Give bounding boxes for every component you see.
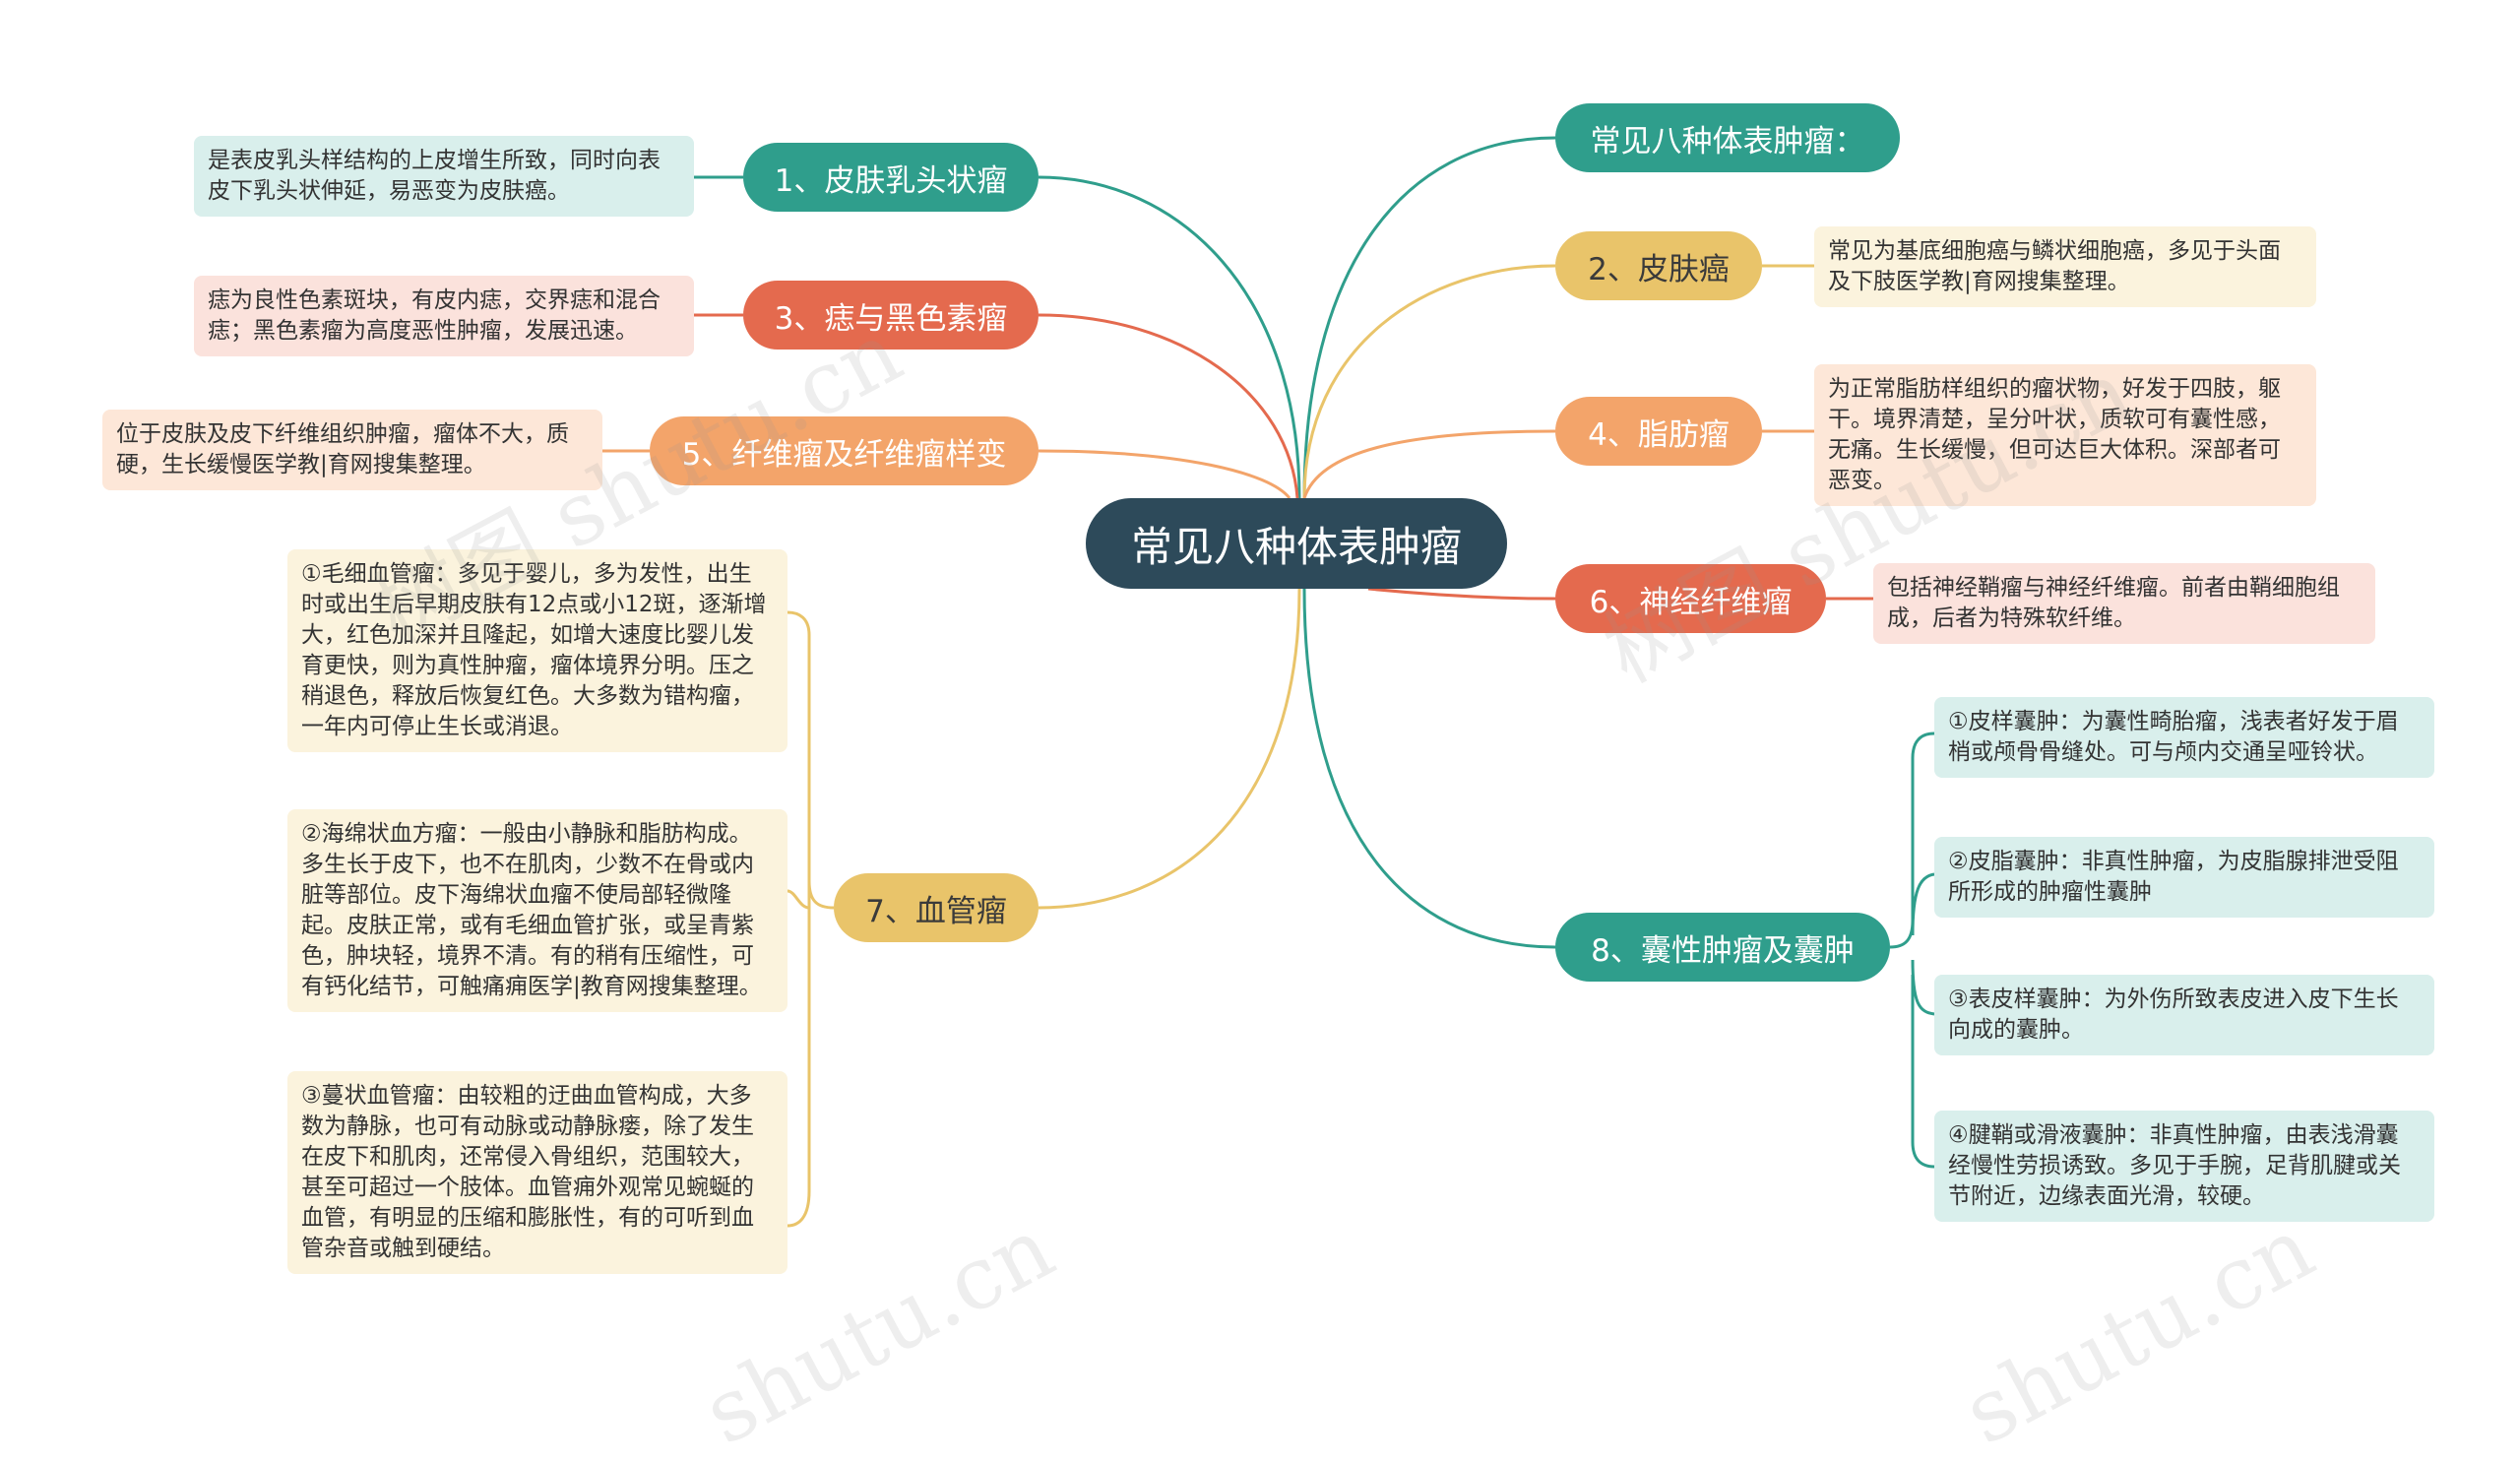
link-intro — [1302, 136, 1556, 499]
link-t1 — [1038, 175, 1301, 499]
topic-intro-label: 常见八种体表肿瘤： — [1590, 123, 1865, 159]
topic-neurofibroma-label: 6、神经纤维瘤 — [1589, 584, 1793, 620]
topic-lipoma[interactable]: 4、脂肪瘤 — [1555, 397, 1762, 466]
root-node[interactable]: 常见八种体表肿瘤 — [1086, 498, 1507, 589]
topic-neurofibroma[interactable]: 6、神经纤维瘤 — [1555, 564, 1826, 633]
topic-lipoma-label: 4、脂肪瘤 — [1588, 416, 1730, 453]
topic-nevus-melanoma[interactable]: 3、痣与黑色素瘤 — [743, 281, 1039, 350]
note-neurofibroma: 包括神经鞘瘤与神经纤维瘤。前者由鞘细胞组成，后者为特殊软纤维。 — [1873, 563, 2375, 644]
topic-nevus-melanoma-label: 3、痣与黑色素瘤 — [774, 300, 1008, 337]
topic-papilloma-label: 1、皮肤乳头状瘤 — [774, 162, 1008, 199]
link-t4 — [1302, 429, 1556, 499]
topic-fibroma[interactable]: 5、纤维瘤及纤维瘤样变 — [650, 416, 1039, 485]
root-label: 常见八种体表肿瘤 — [1130, 522, 1462, 571]
topic-cystic-tumor-label: 8、囊性肿瘤及囊肿 — [1591, 932, 1855, 969]
topic-cystic-tumor[interactable]: 8、囊性肿瘤及囊肿 — [1555, 913, 1890, 982]
note-skin-cancer: 常见为基底细胞癌与鳞状细胞癌，多见于头面及下肢医学教|育网搜集整理。 — [1814, 226, 2316, 307]
topic-fibroma-label: 5、纤维瘤及纤维瘤样变 — [681, 436, 1007, 473]
topic-skin-cancer[interactable]: 2、皮肤癌 — [1555, 231, 1762, 300]
topic-hemangioma-label: 7、血管瘤 — [865, 893, 1007, 929]
note-sebaceous-cyst: ②皮脂囊肿：非真性肿瘤，为皮脂腺排泄受阻所形成的肿瘤性囊肿 — [1934, 837, 2434, 918]
note-hemangioma-capillary: ①毛细血管瘤：多见于婴儿，多为发性，出生时或出生后早期皮肤有12点或小12斑，逐… — [287, 549, 788, 752]
note-epidermoid-cyst: ③表皮样囊肿：为外伤所致表皮进入皮下生长向成的囊肿。 — [1934, 975, 2434, 1055]
link-t3 — [1038, 313, 1299, 499]
link-t7 — [1038, 588, 1301, 910]
note-ganglion-cyst: ④腱鞘或滑液囊肿：非真性肿瘤，由表浅滑囊经慢性劳损诱致。多见于手腕，足背肌腱或关… — [1934, 1111, 2434, 1222]
topic-papilloma[interactable]: 1、皮肤乳头状瘤 — [743, 143, 1039, 212]
note-papilloma: 是表皮乳头样结构的上皮增生所致，同时向表皮下乳头状伸延，易恶变为皮肤癌。 — [194, 136, 694, 217]
topic-intro[interactable]: 常见八种体表肿瘤： — [1555, 103, 1900, 172]
note-hemangioma-racemose: ③蔓状血管瘤：由较粗的迂曲血管构成，大多数为静脉，也可有动脉或动静脉瘘，除了发生… — [287, 1071, 788, 1274]
bracket-t8 — [1889, 732, 1935, 1169]
note-lipoma: 为正常脂肪样组织的瘤状物，好发于四肢，躯干。境界清楚，呈分叶状，质软可有囊性感，… — [1814, 364, 2316, 506]
mind-map-canvas: 常见八种体表肿瘤 常见八种体表肿瘤： 2、皮肤癌 4、脂肪瘤 6、神经纤维瘤 8… — [102, 103, 2434, 1464]
link-t2 — [1302, 264, 1556, 499]
topic-skin-cancer-label: 2、皮肤癌 — [1588, 251, 1730, 287]
link-t6 — [1367, 587, 1556, 601]
topic-hemangioma[interactable]: 7、血管瘤 — [834, 873, 1039, 942]
connector-lines — [602, 136, 1935, 1228]
note-nevus-melanoma: 痣为良性色素斑块，有皮内痣，交界痣和混合痣；黑色素瘤为高度恶性肿瘤，发展迅速。 — [194, 276, 694, 356]
note-dermoid-cyst: ①皮样囊肿：为囊性畸胎瘤，浅表者好发于眉梢或颅骨骨缝处。可与颅内交通呈哑铃状。 — [1934, 697, 2434, 778]
note-fibroma: 位于皮肤及皮下纤维组织肿瘤，瘤体不大，质硬，生长缓慢医学教|育网搜集整理。 — [102, 410, 602, 490]
link-t5 — [1038, 449, 1292, 499]
bracket-t7 — [787, 610, 835, 1228]
note-hemangioma-cavernous: ②海绵状血方瘤：一般由小静脉和脂肪构成。多生长于皮下，也不在肌肉，少数不在骨或内… — [287, 809, 788, 1012]
link-t8 — [1302, 588, 1556, 949]
